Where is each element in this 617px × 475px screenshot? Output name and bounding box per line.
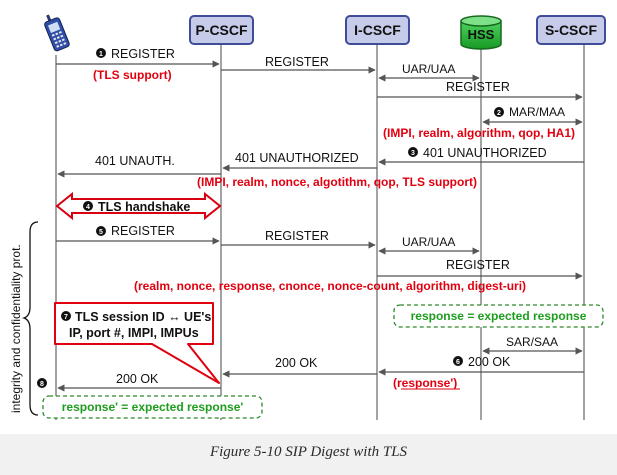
step-6: 6 200 OK (response') 200 OK 200 OK: [57, 355, 584, 392]
figure-caption: Figure 5-10 SIP Digest with TLS: [209, 444, 408, 460]
ue-phone-icon: [44, 14, 70, 52]
register-1-pi-label: REGISTER: [265, 55, 329, 69]
pcscf-label: P-CSCF: [195, 22, 248, 38]
register-1-ue-label: REGISTER: [111, 47, 175, 61]
register-2-is-label: REGISTER: [446, 258, 510, 272]
response-check-ue-label: response' = expected response': [62, 400, 244, 414]
pcscf-box: [189, 15, 254, 45]
step-2-marker: [494, 107, 504, 117]
uar-uaa-2-label: UAR/UAA: [402, 235, 455, 249]
unauth-ip-label: 401 UNAUTHORIZED: [235, 151, 359, 165]
tls-session-callout: 7 TLS session ID ↔ UE's IP, port #, IMPI…: [54, 302, 220, 384]
step-7-marker: [61, 311, 71, 321]
step-5: 5 REGISTER REGISTER UAR/UAA REGISTER (re…: [56, 224, 583, 293]
step-2: 2 MAR/MAA (IMPI, realm, algorithm, qop, …: [383, 105, 583, 140]
step-1-marker: [96, 48, 106, 58]
hss-entity: HSS: [460, 15, 502, 50]
mar-maa-label: MAR/MAA: [509, 105, 565, 119]
hss-auth-params-label: (IMPI, realm, algorithm, qop, HA1): [383, 126, 575, 140]
integrity-confidentiality-label: integrity and confidentiality prot.: [9, 244, 23, 413]
ok-ip-label: 200 OK: [275, 356, 318, 370]
tls-handshake-label: TLS handshake: [98, 200, 190, 214]
step-3: 3 401 UNAUTHORIZED 401 UNAUTHORIZED 401 …: [57, 146, 584, 189]
icscf-box: [345, 15, 410, 45]
response-check-s-box: response = expected response: [393, 304, 604, 328]
svg-text:5: 5: [99, 229, 103, 236]
svg-text:1: 1: [99, 51, 103, 58]
unauth-pu-label: 401 UNAUTH.: [95, 154, 175, 168]
pcscf-entity: P-CSCF: [189, 15, 254, 45]
response-check-ue-border: [42, 395, 263, 419]
register-2-ue-label: REGISTER: [111, 224, 175, 238]
response-prime-label: (response'): [393, 376, 457, 390]
integrity-brace-shape: [21, 221, 39, 416]
step-4-tls-handshake: 4 TLS handshake: [55, 191, 222, 221]
response-check-s-border: [393, 304, 604, 328]
scscf-label: S-CSCF: [545, 22, 598, 38]
register-2-pi-label: REGISTER: [265, 229, 329, 243]
tls-session-note-line2: IP, port #, IMPI, IMPUs: [69, 326, 199, 340]
uar-uaa-1-label: UAR/UAA: [402, 62, 455, 76]
unauth-si-label: 401 UNAUTHORIZED: [423, 146, 547, 160]
step-1: 1 REGISTER (TLS support) REGISTER UAR/UA…: [56, 47, 583, 101]
ok-pu-label: 200 OK: [116, 372, 159, 386]
tls-support-1-label: (TLS support): [93, 68, 172, 82]
sequence-diagram: P-CSCF I-CSCF HSS S-CSCF 1 REGISTER (TLS…: [9, 14, 606, 420]
step-8-marker: [37, 378, 47, 388]
svg-text:7: 7: [64, 314, 68, 321]
svg-text:3: 3: [411, 150, 415, 157]
icscf-entity: I-CSCF: [345, 15, 410, 45]
tls-session-callout-border: [54, 302, 220, 384]
register-1-is-label: REGISTER: [446, 80, 510, 94]
svg-text:6: 6: [456, 359, 460, 366]
scscf-box: [536, 15, 606, 45]
hss-database-icon: [460, 21, 502, 50]
svg-text:2: 2: [497, 110, 501, 117]
lifelines: [55, 44, 585, 420]
step-6-marker: [453, 356, 463, 366]
caption-bar: [0, 434, 617, 475]
tls-handshake-double-arrow: [55, 191, 222, 221]
step-5-marker: [96, 226, 106, 236]
challenge-params-label: (IMPI, realm, nonce, algotithm, qop, TLS…: [197, 175, 477, 189]
sar-saa: SAR/SAA: [482, 335, 583, 355]
step-3-marker: [408, 147, 418, 157]
digest-params-label: (realm, nonce, response, cnonce, nonce-c…: [134, 279, 526, 293]
icscf-label: I-CSCF: [354, 22, 401, 38]
response-check-s-label: response = expected response: [411, 309, 587, 323]
integrity-brace: integrity and confidentiality prot.: [9, 221, 39, 416]
step-8: 8 response' = expected response': [37, 378, 263, 419]
svg-text:8: 8: [40, 381, 44, 388]
scscf-entity: S-CSCF: [536, 15, 606, 45]
tls-session-note-line1: TLS session ID ↔ UE's: [75, 310, 211, 324]
svg-text:4: 4: [86, 204, 90, 211]
hss-label: HSS: [468, 27, 495, 42]
step-4-marker: [83, 201, 93, 211]
ok-si-label: 200 OK: [468, 355, 511, 369]
sar-saa-label: SAR/SAA: [506, 335, 558, 349]
